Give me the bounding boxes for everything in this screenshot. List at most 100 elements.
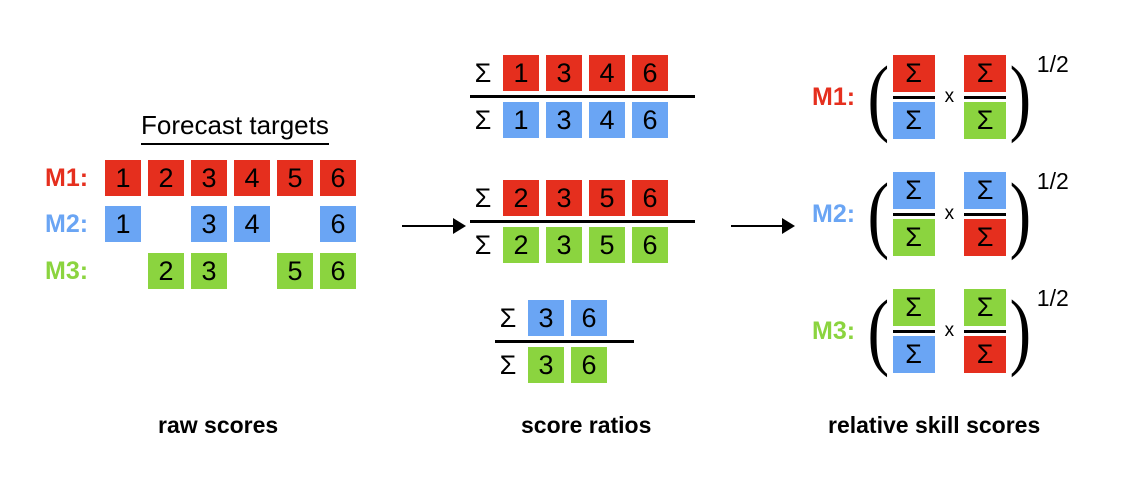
- sigma-tile-numerator: Σ: [964, 55, 1007, 92]
- raw-cell-empty: [234, 253, 270, 289]
- sigma-tile-numerator: Σ: [964, 172, 1007, 209]
- fraction-bar: [892, 95, 935, 99]
- ratio-cell: 6: [571, 300, 607, 336]
- raw-cell: 4: [234, 160, 270, 196]
- raw-cell: 6: [320, 253, 356, 289]
- sigma-tile-denominator: Σ: [964, 219, 1007, 256]
- fraction-bar: [470, 220, 695, 223]
- caption-relative-skill-scores: relative skill scores: [828, 412, 1041, 438]
- sigma-symbol: Σ: [474, 104, 492, 135]
- multiply-symbol: x: [944, 203, 955, 224]
- raw-cell: 3: [191, 160, 227, 196]
- sigma-symbol: Σ: [499, 349, 517, 380]
- ratio-cell: 2: [503, 180, 539, 216]
- ratio-cell: 3: [528, 347, 564, 383]
- sigma-tile-numerator: Σ: [892, 289, 935, 326]
- exponent-one-half: 1/2: [1036, 168, 1069, 194]
- ratio-denominator: Σ 2 3 5 6: [470, 227, 695, 263]
- sigma-symbol: Σ: [474, 229, 492, 260]
- skill-fraction-1: Σ Σ: [892, 55, 935, 139]
- fraction-bar: [892, 212, 935, 216]
- ratio-cell: 6: [632, 55, 668, 91]
- raw-score-row-m2: M2: 1 3 4 6: [45, 206, 356, 242]
- ratio-cell: 1: [503, 55, 539, 91]
- arrow-right-icon: [402, 216, 466, 236]
- sigma-symbol: Σ: [499, 302, 517, 333]
- fraction-bar: [964, 329, 1007, 333]
- raw-row-label-m2: M2:: [45, 209, 89, 238]
- skill-fraction-1: Σ Σ: [892, 289, 935, 373]
- arrow-head: [453, 218, 466, 234]
- sigma-tile-denominator: Σ: [964, 336, 1007, 373]
- fraction-bar: [470, 95, 695, 98]
- sigma-tile-denominator: Σ: [892, 336, 935, 373]
- ratio-numerator: Σ 1 3 4 6: [470, 55, 695, 91]
- ratio-cell: 5: [589, 180, 625, 216]
- open-paren: (: [867, 165, 890, 262]
- skill-label-m2: M2:: [812, 199, 856, 228]
- score-ratio-block-m2-m3: Σ 3 6 Σ 3 6: [495, 300, 634, 383]
- sigma-tile-numerator: Σ: [892, 55, 935, 92]
- raw-cell-empty: [105, 253, 141, 289]
- raw-cells-m1: 1 2 3 4 5 6: [105, 160, 356, 196]
- sigma-tile-denominator: Σ: [892, 219, 935, 256]
- skill-formula-m3: M3: ( Σ Σ x Σ Σ ) 1/2: [812, 282, 1069, 379]
- raw-cells-m3: 2 3 5 6: [105, 253, 356, 289]
- close-paren: ): [1009, 165, 1032, 262]
- fraction-bar: [964, 212, 1007, 216]
- multiply-symbol: x: [944, 320, 955, 341]
- exponent-one-half: 1/2: [1036, 285, 1069, 311]
- fraction-bar: [495, 340, 634, 343]
- open-paren: (: [867, 282, 890, 379]
- ratio-cell: 3: [546, 102, 582, 138]
- ratio-cell: 6: [632, 102, 668, 138]
- raw-cell-empty: [277, 206, 313, 242]
- skill-fraction-2: Σ Σ: [964, 172, 1007, 256]
- raw-cell: 6: [320, 160, 356, 196]
- ratio-denominator: Σ 3 6: [495, 347, 634, 383]
- raw-cell: 6: [320, 206, 356, 242]
- multiply-symbol: x: [944, 86, 955, 107]
- raw-cell: 3: [191, 253, 227, 289]
- score-ratio-block-m1-m3: Σ 2 3 5 6 Σ 2 3 5 6: [470, 180, 695, 263]
- sigma-tile-denominator: Σ: [892, 102, 935, 139]
- raw-row-label-m3: M3:: [45, 256, 89, 285]
- ratio-cell: 3: [528, 300, 564, 336]
- raw-row-label-m1: M1:: [45, 163, 89, 192]
- raw-score-row-m3: M3: 2 3 5 6: [45, 253, 356, 289]
- sigma-tile-numerator: Σ: [964, 289, 1007, 326]
- sigma-tile-numerator: Σ: [892, 172, 935, 209]
- skill-fraction-2: Σ Σ: [964, 55, 1007, 139]
- ratio-cell: 6: [632, 227, 668, 263]
- ratio-cell: 6: [632, 180, 668, 216]
- ratio-cell: 3: [546, 55, 582, 91]
- skill-label-m3: M3:: [812, 316, 856, 345]
- fraction-bar: [892, 329, 935, 333]
- sigma-symbol: Σ: [474, 182, 492, 213]
- sigma-tile-denominator: Σ: [964, 102, 1007, 139]
- ratio-cell: 3: [546, 180, 582, 216]
- ratio-cell: 1: [503, 102, 539, 138]
- raw-cell: 5: [277, 160, 313, 196]
- caption-raw-scores: raw scores: [158, 412, 279, 438]
- arrow-shaft: [402, 224, 454, 228]
- raw-cell: 1: [105, 206, 141, 242]
- raw-score-row-m1: M1: 1 2 3 4 5 6: [45, 160, 356, 196]
- ratio-cell: 2: [503, 227, 539, 263]
- raw-cell: 2: [148, 160, 184, 196]
- ratio-cell: 5: [589, 227, 625, 263]
- skill-formula-m1: M1: ( Σ Σ x Σ Σ ) 1/2: [812, 51, 1069, 140]
- ratio-denominator: Σ 1 3 4 6: [470, 102, 695, 138]
- raw-cell: 1: [105, 160, 141, 196]
- ratio-cell: 4: [589, 55, 625, 91]
- skill-formula-m2: M2: ( Σ Σ x Σ Σ ) 1/2: [812, 165, 1069, 262]
- sigma-symbol: Σ: [474, 57, 492, 88]
- raw-cell: 4: [234, 206, 270, 242]
- arrow-shaft: [731, 224, 783, 228]
- ratio-cell: 6: [571, 347, 607, 383]
- ratio-numerator: Σ 2 3 5 6: [470, 180, 695, 216]
- raw-cell-empty: [148, 206, 184, 242]
- forecast-targets-title: Forecast targets: [141, 110, 329, 145]
- raw-cell: 3: [191, 206, 227, 242]
